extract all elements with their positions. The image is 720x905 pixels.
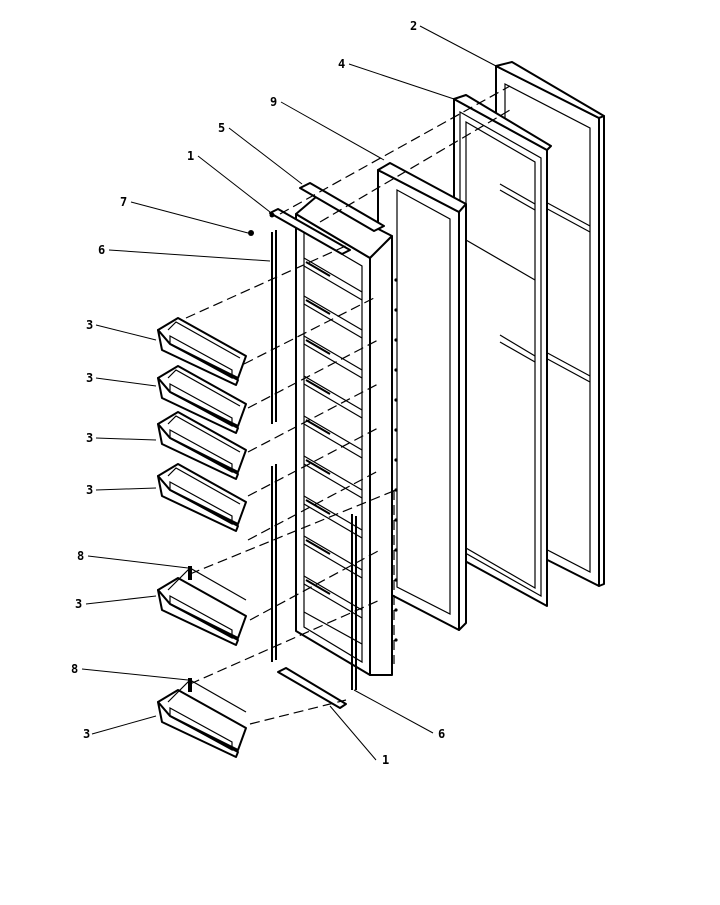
callout-retainer-bottom: 1: [382, 753, 389, 767]
callout-door-gasket: 4: [338, 57, 345, 71]
callout-bin-1: 3: [86, 318, 93, 332]
flange-rivets: [394, 278, 398, 642]
callout-bin-3: 3: [86, 431, 93, 445]
callout-trim-top: 5: [218, 121, 225, 135]
callout-door-outer-panel: 2: [410, 19, 417, 33]
callout-retainer-side-left: 6: [98, 243, 105, 257]
callout-bin-end-cap-1: 8: [77, 549, 84, 563]
door-bin-3: [157, 411, 247, 480]
callout-retainer-side-right: 6: [438, 727, 445, 741]
retainer-left-bars: [271, 230, 277, 662]
door-bin-1: [157, 317, 247, 386]
callout-bin-4: 3: [86, 483, 93, 497]
shelf-ledges: [303, 257, 363, 645]
assembly-guide-lines: [185, 85, 511, 725]
door-liner-body: [277, 196, 398, 709]
callout-bin-end-cap-2: 8: [71, 662, 78, 676]
callout-bin-6: 3: [83, 727, 90, 741]
callout-labels: 2 4 9 5 1 7 6 3 3 3 3 8 3 8 3 6 1: [71, 19, 445, 767]
door-bin-5: [157, 566, 247, 646]
door-gasket-frame: [453, 94, 552, 607]
callout-bin-2: 3: [86, 371, 93, 385]
shelf-edge-hatching: [305, 261, 331, 595]
top-trim-strip: [248, 182, 385, 255]
callout-screw: 7: [120, 195, 127, 209]
callout-door-liner-panel: 9: [270, 95, 277, 109]
door-bin-4: [157, 463, 247, 532]
callout-bin-5: 3: [75, 597, 82, 611]
leader-lines: [81, 25, 497, 761]
callout-retainer-top: 1: [187, 149, 194, 163]
door-bin-2: [157, 365, 247, 434]
door-bin-6: [157, 678, 247, 758]
